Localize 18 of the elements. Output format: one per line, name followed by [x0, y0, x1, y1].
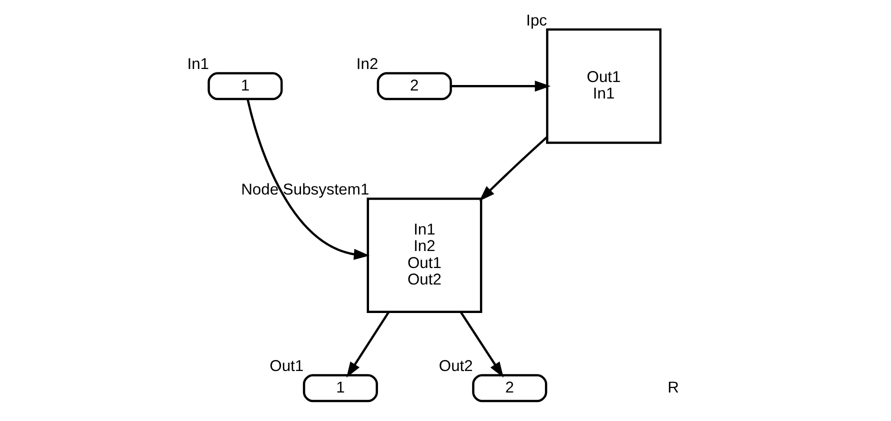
- node-box: 2: [376, 72, 452, 100]
- arrow: [460, 312, 504, 378]
- arrow: [479, 136, 548, 202]
- node-label: Ipc: [526, 12, 547, 30]
- node-label: In1: [187, 56, 210, 73]
- node-label: In2: [356, 56, 378, 73]
- arrow: [246, 99, 370, 260]
- arrow: [451, 80, 551, 92]
- node-box: 1: [208, 72, 283, 100]
- node-box: Out1 In1: [546, 28, 662, 144]
- arrow: [346, 312, 390, 378]
- node-box: 1: [302, 374, 378, 402]
- node-label: Out2: [438, 358, 473, 375]
- node-label: Node Subsystem1: [241, 181, 370, 198]
- node-label: Out1: [270, 358, 304, 375]
- node-box: 2: [472, 374, 548, 402]
- label: R: [668, 379, 679, 396]
- node-box: In1 In2 Out1 Out2: [366, 198, 482, 314]
